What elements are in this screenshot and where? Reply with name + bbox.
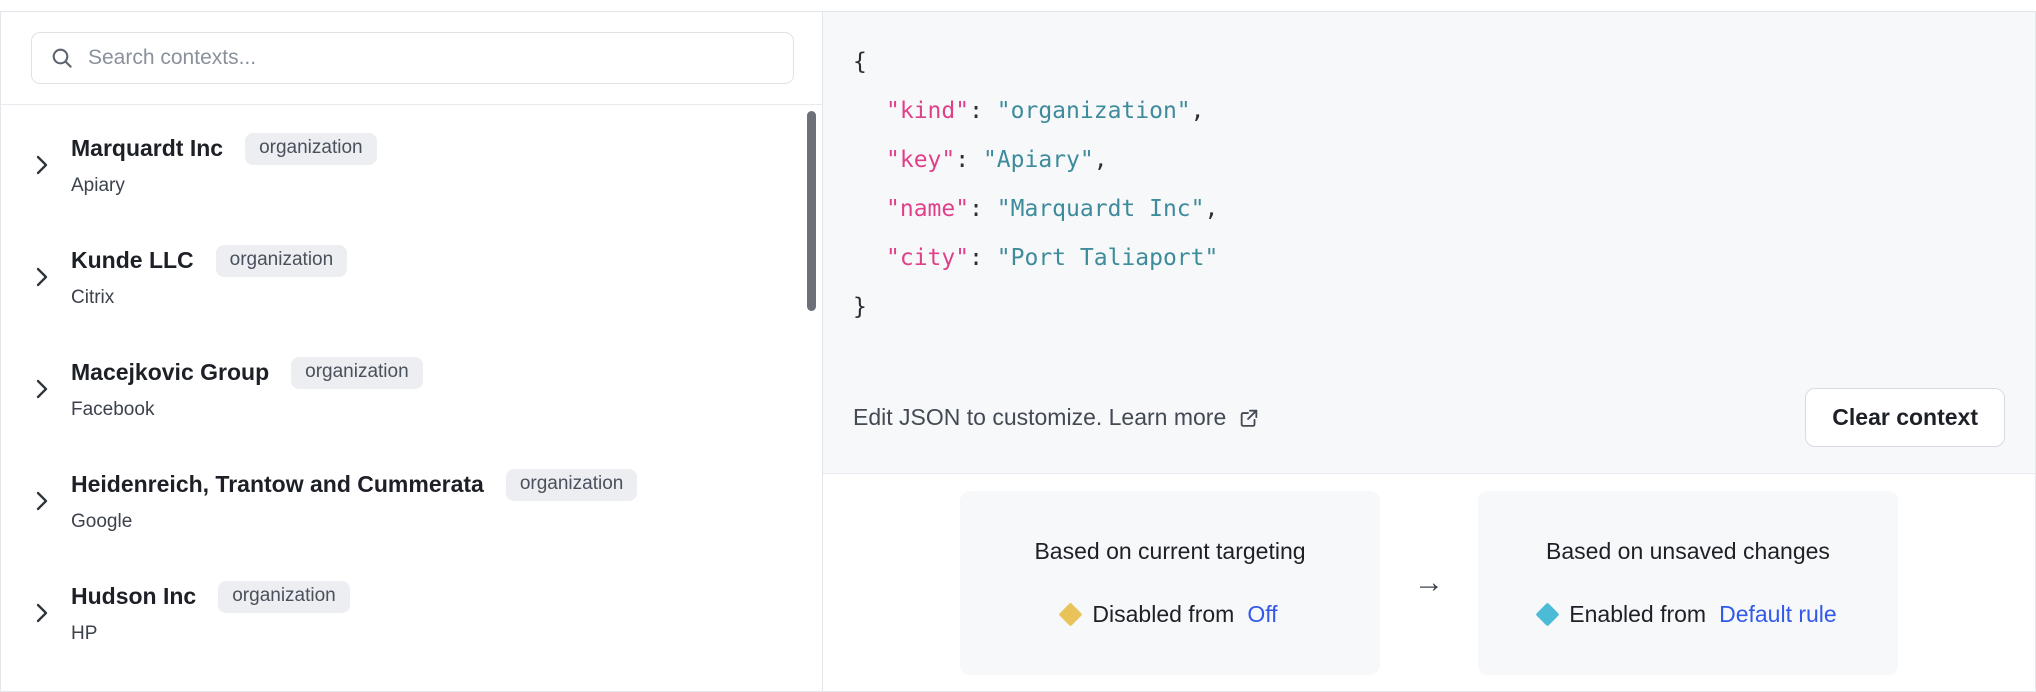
status-badge: organization <box>245 132 377 166</box>
list-item[interactable]: Macejkovic Group organization Facebook <box>1 333 822 445</box>
list-item-body: Macejkovic Group organization Facebook <box>71 356 788 422</box>
context-key: Citrix <box>71 287 115 309</box>
json-line: "city": "Port Taliaport" <box>853 245 1218 271</box>
edit-json-hint-text: Edit JSON to customize. Learn more <box>853 404 1227 430</box>
current-targeting-title: Based on current targeting <box>1034 537 1306 564</box>
chevron-right-icon[interactable] <box>29 375 55 403</box>
chevron-right-icon[interactable] <box>29 263 55 291</box>
list-item-body: Kunde LLC organization Citrix <box>71 244 788 310</box>
context-name: Hudson Inc <box>71 583 197 610</box>
status-badge: organization <box>218 580 350 614</box>
json-editor-area: { "kind": "organization", "key": "Apiary… <box>823 12 2035 474</box>
json-key: "kind" <box>886 98 970 124</box>
chevron-right-icon[interactable] <box>29 151 55 179</box>
json-colon: : <box>969 245 997 271</box>
json-key: "city" <box>886 245 970 271</box>
json-code[interactable]: { "kind": "organization", "key": "Apiary… <box>853 38 2005 388</box>
json-colon: : <box>969 196 997 222</box>
search-box[interactable] <box>31 32 794 84</box>
json-value: "Marquardt Inc" <box>996 196 1205 222</box>
json-key: "key" <box>886 147 956 173</box>
unsaved-changes-status: Enabled from Default rule <box>1535 600 1837 628</box>
json-colon: : <box>969 98 997 124</box>
json-key: "name" <box>886 196 970 222</box>
list-item-body: Hudson Inc organization HP <box>71 580 788 646</box>
current-status-link[interactable]: Off <box>1247 600 1278 627</box>
list-item-topline: Marquardt Inc organization <box>71 132 788 166</box>
list-item-topline: Hudson Inc organization <box>71 580 788 614</box>
list-item-body: Marquardt Inc organization Apiary <box>71 132 788 198</box>
list-item[interactable]: Marquardt Inc organization Apiary <box>1 109 822 221</box>
list-scrollbar-thumb[interactable] <box>807 111 816 311</box>
context-key: Google <box>71 511 133 533</box>
json-value: "organization" <box>996 98 1191 124</box>
unsaved-changes-title: Based on unsaved changes <box>1546 537 1830 564</box>
main-panel: Marquardt Inc organization Apiary <box>0 12 2036 692</box>
context-name: Marquardt Inc <box>71 135 224 162</box>
json-open-brace: { <box>853 49 867 75</box>
status-badge: organization <box>215 244 348 278</box>
json-value: "Apiary" <box>982 147 1094 173</box>
unsaved-status-text: Enabled from <box>1569 600 1707 627</box>
current-status-text: Disabled from <box>1092 600 1235 627</box>
list-item[interactable]: Kunde LLC organization Citrix <box>1 221 822 333</box>
contexts-list[interactable]: Marquardt Inc organization Apiary <box>1 105 822 691</box>
list-item[interactable]: Hudson Inc organization HP <box>1 557 822 669</box>
json-footer: Edit JSON to customize. Learn more Clear… <box>853 388 2005 473</box>
chevron-right-icon[interactable] <box>29 599 55 627</box>
json-value: "Port Taliaport" <box>996 245 1219 271</box>
current-targeting-card: Based on current targeting Disabled from… <box>960 490 1380 675</box>
top-strip <box>0 0 2036 12</box>
search-input[interactable] <box>88 46 775 70</box>
context-key: HP <box>71 623 98 645</box>
contexts-sidebar: Marquardt Inc organization Apiary <box>1 12 823 691</box>
search-icon <box>50 46 74 70</box>
arrow-right-icon: → <box>1414 565 1444 599</box>
list-item-body: Heidenreich, Trantow and Cummerata organ… <box>71 468 788 534</box>
json-close-brace: } <box>853 294 867 320</box>
json-line: "key": "Apiary", <box>853 147 1108 173</box>
json-colon: : <box>955 147 983 173</box>
json-line: "kind": "organization", <box>853 98 1205 124</box>
status-badge: organization <box>291 356 423 390</box>
external-link-icon[interactable] <box>1238 407 1260 429</box>
chevron-right-icon[interactable] <box>29 487 55 515</box>
current-targeting-status: Disabled from Off <box>1058 600 1278 628</box>
unsaved-changes-card: Based on unsaved changes Enabled from De… <box>1478 490 1898 675</box>
context-key: Apiary <box>71 175 125 197</box>
variation-diamond-icon <box>1535 601 1560 627</box>
json-comma: , <box>1190 98 1205 124</box>
list-item-topline: Macejkovic Group organization <box>71 356 788 390</box>
json-comma: , <box>1204 196 1219 222</box>
context-name: Macejkovic Group <box>71 359 270 386</box>
search-section <box>1 12 822 105</box>
list-item-topline: Heidenreich, Trantow and Cummerata organ… <box>71 468 788 502</box>
json-comma: , <box>1093 147 1108 173</box>
targeting-comparison: Based on current targeting Disabled from… <box>823 474 2035 691</box>
json-line: "name": "Marquardt Inc", <box>853 196 1218 222</box>
unsaved-status-link[interactable]: Default rule <box>1719 600 1837 627</box>
list-item[interactable]: Heidenreich, Trantow and Cummerata organ… <box>1 445 822 557</box>
context-name: Kunde LLC <box>71 247 194 274</box>
variation-diamond-icon <box>1058 601 1083 627</box>
context-name: Heidenreich, Trantow and Cummerata <box>71 471 484 498</box>
context-detail-pane: { "kind": "organization", "key": "Apiary… <box>823 12 2035 691</box>
context-key: Facebook <box>71 399 155 421</box>
edit-json-hint: Edit JSON to customize. Learn more <box>853 404 1260 431</box>
status-badge: organization <box>505 468 638 502</box>
list-item-topline: Kunde LLC organization <box>71 244 788 278</box>
clear-context-button[interactable]: Clear context <box>1805 388 2005 447</box>
